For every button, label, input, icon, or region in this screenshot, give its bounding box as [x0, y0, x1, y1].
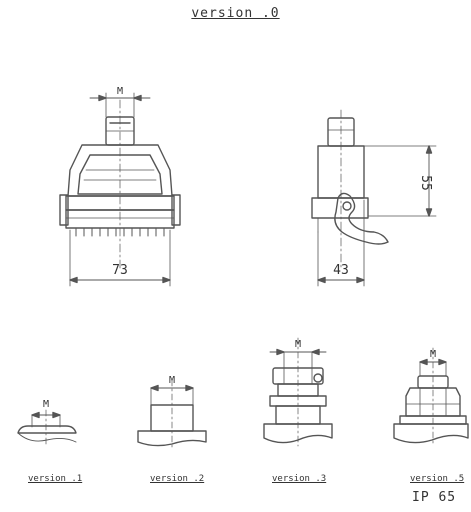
version-1-view: M [17, 399, 77, 446]
version-1-label: version .1 [28, 474, 83, 484]
side-width-label: 43 [333, 263, 349, 278]
version-2-label: version .2 [150, 474, 205, 484]
v5-base [393, 423, 469, 444]
side-height-label: 55 [418, 175, 433, 191]
version-3-label: version .3 [272, 474, 327, 484]
v1-cover [17, 425, 77, 434]
v2-base [137, 430, 207, 447]
v5-m-label: M [430, 349, 436, 360]
version-5-label: version .5 [410, 474, 465, 484]
version-3-view: M [263, 337, 333, 447]
title-text: version .0 [191, 6, 280, 21]
ip-rating-label: IP 65 [412, 490, 457, 505]
side-locking-lever [334, 192, 389, 245]
v1-m-label: M [43, 399, 49, 410]
version-5-view: M [393, 347, 469, 447]
front-m-label: M [117, 86, 123, 97]
v3-vent-screw [313, 373, 323, 383]
version-2-view: M [137, 375, 207, 449]
side-lever-pivot [342, 201, 352, 211]
side-base [311, 197, 369, 219]
v2-m-label: M [169, 375, 175, 386]
side-view: 55 43 [311, 109, 437, 287]
front-width-label: 73 [112, 263, 128, 278]
front-view: M 73 [59, 86, 181, 287]
drawing-title: version .0 [0, 6, 471, 21]
front-contact-pins [75, 227, 165, 237]
front-hood-inner [77, 154, 163, 195]
v3-m-label: M [295, 339, 301, 350]
